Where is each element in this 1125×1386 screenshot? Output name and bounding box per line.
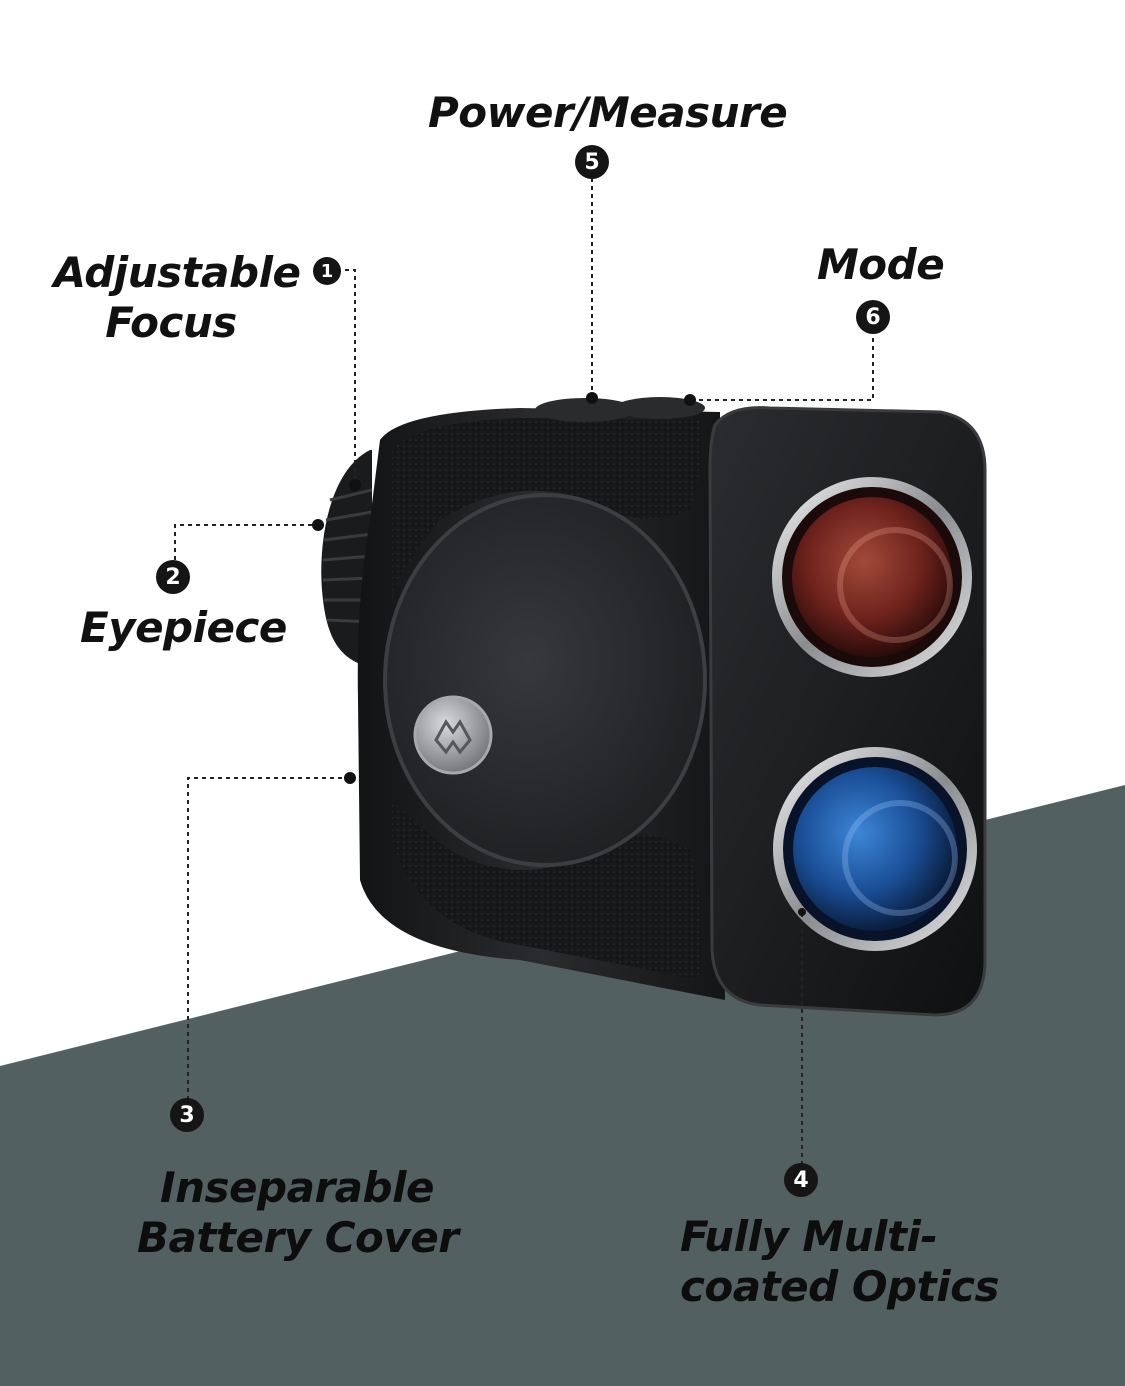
callout-1-badge: 1 bbox=[313, 257, 341, 285]
grip-texture-top bbox=[392, 418, 702, 600]
grip-texture-bottom bbox=[392, 800, 702, 980]
leader-lines bbox=[174, 178, 874, 1165]
top-lens bbox=[772, 477, 972, 677]
callout-4-label: Fully Multi- coated Optics bbox=[680, 1212, 999, 1311]
mode-button bbox=[615, 397, 705, 419]
callout-1-line-1: Adjustable bbox=[53, 248, 301, 297]
callout-4-badge: 4 bbox=[784, 1163, 818, 1197]
side-plate bbox=[383, 493, 707, 867]
callout-3-line-1: Inseparable bbox=[160, 1163, 434, 1212]
callout-3-label: Inseparable Battery Cover bbox=[137, 1163, 459, 1262]
callout-4-line-2: coated Optics bbox=[680, 1261, 999, 1311]
callout-1-line-2: Focus bbox=[105, 297, 237, 347]
callout-1-label: Adjustable Focus bbox=[52, 248, 302, 347]
wing-logo-icon bbox=[413, 695, 493, 775]
callout-3-badge: 3 bbox=[170, 1098, 204, 1132]
callout-5-label: Power/Measure bbox=[428, 88, 788, 138]
power-measure-button bbox=[535, 398, 635, 422]
callout-6-label: Mode bbox=[817, 240, 945, 290]
leader-endpoints bbox=[312, 392, 806, 916]
callout-3-line-2: Battery Cover bbox=[137, 1212, 459, 1262]
callout-5-line-1: Power/Measure bbox=[428, 88, 788, 137]
callout-6-badge: 6 bbox=[856, 300, 890, 334]
callout-4-line-1: Fully Multi- bbox=[680, 1212, 938, 1261]
bottom-lens bbox=[773, 747, 977, 951]
callout-2-badge: 2 bbox=[156, 560, 190, 594]
callout-5-badge: 5 bbox=[575, 145, 609, 179]
callout-2-label: Eyepiece bbox=[80, 603, 287, 653]
callout-6-line-1: Mode bbox=[817, 240, 945, 289]
callout-2-line-1: Eyepiece bbox=[80, 603, 287, 652]
